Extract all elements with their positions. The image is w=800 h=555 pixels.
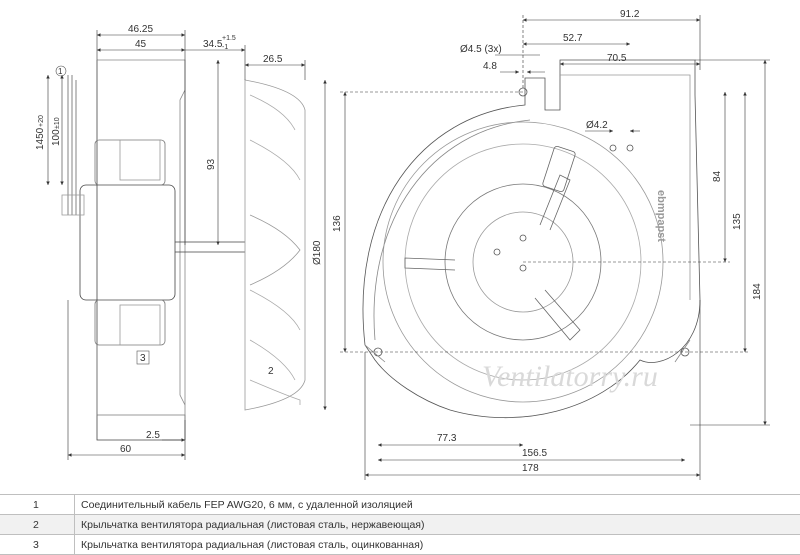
- legend-description: Крыльчатка вентилятора радиальная (листо…: [81, 518, 425, 531]
- brand-label: ebmpapst: [655, 190, 667, 242]
- dim-135: 135: [732, 213, 743, 230]
- dim-4-2: Ø4.2: [586, 120, 608, 131]
- side-view: [61, 59, 306, 441]
- dim-100: 100: [51, 129, 62, 146]
- dim-93: 93: [206, 158, 217, 170]
- dim-4-5-3x: Ø4.5 (3x): [460, 44, 502, 55]
- dim-2-5: 2.5: [146, 430, 160, 441]
- dim-184: 184: [752, 283, 763, 300]
- dim-77-3: 77.3: [437, 433, 457, 444]
- callout-1: 1: [58, 67, 63, 76]
- dim-178: 178: [522, 463, 539, 474]
- dim-34-5: 34.5: [203, 39, 223, 50]
- dim-84: 84: [712, 170, 723, 182]
- dim-136: 136: [332, 215, 343, 232]
- side-view-dimensions: [46, 30, 327, 460]
- dim-26-5: 26.5: [263, 54, 283, 65]
- dim-180: Ø180: [312, 240, 323, 265]
- legend-row: 2 Крыльчатка вентилятора радиальная (лис…: [0, 514, 800, 534]
- callout-2: 2: [268, 366, 274, 377]
- legend-number: 3: [0, 535, 75, 554]
- front-view-dimensions: [340, 15, 770, 480]
- dim-4-8: 4.8: [483, 61, 497, 72]
- dim-34-5-tol-down: -1: [222, 44, 228, 51]
- dim-60: 60: [120, 444, 132, 455]
- legend-description: Соединительный кабель FEP AWG20, 6 мм, с…: [81, 498, 413, 511]
- dim-70-5: 70.5: [607, 53, 627, 64]
- legend-number: 2: [0, 515, 75, 534]
- legend-number: 1: [0, 495, 75, 514]
- legend-row: 1 Соединительный кабель FEP AWG20, 6 мм,…: [0, 494, 800, 514]
- dim-46-25: 46.25: [128, 24, 153, 35]
- dim-156-5: 156.5: [522, 448, 547, 459]
- legend-table: 1 Соединительный кабель FEP AWG20, 6 мм,…: [0, 494, 800, 555]
- dim-1450: 1450: [35, 127, 46, 150]
- dim-45: 45: [135, 39, 147, 50]
- dim-1450-tol: +20: [38, 115, 45, 127]
- dim-100-tol: ±10: [54, 117, 61, 129]
- watermark: Ventilatorry.ru: [482, 360, 658, 393]
- dim-52-7: 52.7: [563, 33, 583, 44]
- side-view-labels: 46.25 45 34.5 +1.5 -1 26.5 1450 +20 100 …: [35, 24, 323, 455]
- dim-91-2: 91.2: [620, 9, 640, 20]
- callout-3: 3: [140, 353, 146, 364]
- front-view-labels: 91.2 Ø4.5 (3x) 52.7 4.8 70.5 Ø4.2 136 84…: [332, 9, 763, 474]
- legend-description: Крыльчатка вентилятора радиальная (листо…: [81, 538, 424, 551]
- technical-drawing: 46.25 45 34.5 +1.5 -1 26.5 1450 +20 100 …: [35, 9, 770, 480]
- dim-34-5-tol-up: +1.5: [222, 35, 236, 42]
